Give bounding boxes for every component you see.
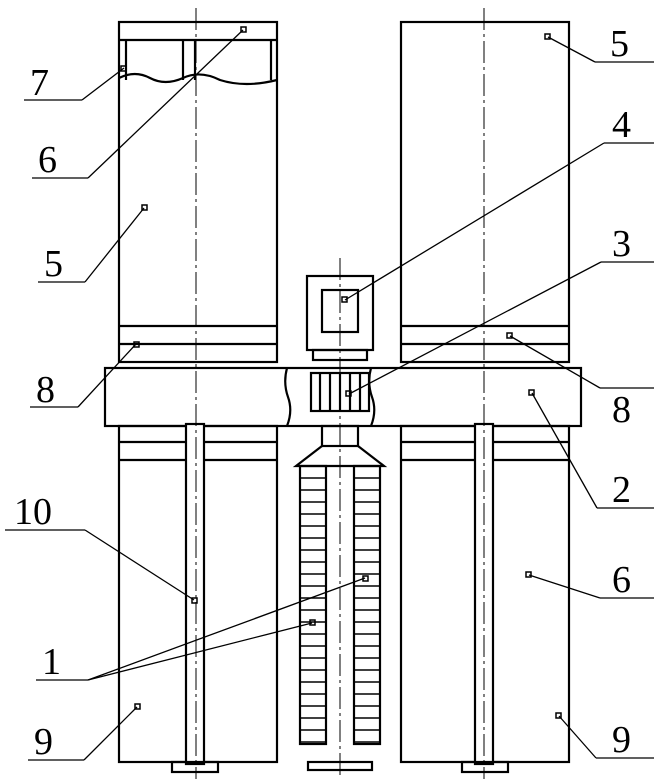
label-5-left: 5 xyxy=(44,243,63,285)
marker-5a xyxy=(141,204,148,211)
right-foot xyxy=(460,760,510,774)
leader-7 xyxy=(81,67,125,101)
marker-10 xyxy=(191,597,198,604)
marker-8a xyxy=(133,341,140,348)
leader-8a xyxy=(77,343,137,408)
leader-2 xyxy=(531,392,598,509)
right-upper-tank xyxy=(399,20,571,364)
leader-9b xyxy=(558,715,597,759)
marker-6b xyxy=(525,571,532,578)
right-auger xyxy=(352,464,382,746)
leader-10 xyxy=(84,529,195,601)
leader-6a xyxy=(87,29,244,179)
marker-2 xyxy=(528,389,535,396)
leader-9a xyxy=(83,706,138,761)
label-8-right: 8 xyxy=(612,389,631,431)
leader-1a xyxy=(87,577,366,681)
left-break-line xyxy=(118,72,278,86)
left-upper-tank xyxy=(117,20,279,364)
marker-7 xyxy=(120,65,127,72)
marker-6a xyxy=(240,26,247,33)
marker-1b xyxy=(309,619,316,626)
left-column xyxy=(184,422,206,766)
auger-rungs xyxy=(300,477,380,743)
cross-beam xyxy=(103,366,583,428)
leader-5b xyxy=(547,36,596,63)
left-auger xyxy=(298,464,328,746)
left-foot xyxy=(170,760,220,774)
label-2: 2 xyxy=(612,469,631,511)
label-6-left: 6 xyxy=(38,139,57,181)
label-7: 7 xyxy=(30,62,49,104)
marker-9a xyxy=(134,703,141,710)
label-9-left: 9 xyxy=(34,721,53,763)
marker-8b xyxy=(506,332,513,339)
label-4: 4 xyxy=(612,104,631,146)
leader-1b xyxy=(87,622,313,681)
leader-3 xyxy=(348,261,602,395)
leader-4 xyxy=(344,142,605,301)
marker-9b xyxy=(555,712,562,719)
leader-8b xyxy=(509,335,601,389)
label-9-right: 9 xyxy=(612,719,631,761)
label-1: 1 xyxy=(42,641,61,683)
leader-5a xyxy=(84,207,145,283)
label-5-right: 5 xyxy=(610,23,629,65)
marker-5b xyxy=(544,33,551,40)
label-10: 10 xyxy=(14,491,52,533)
beam-break-left xyxy=(284,367,292,427)
label-3: 3 xyxy=(612,223,631,265)
leader-6b xyxy=(528,574,601,599)
label-6-right: 6 xyxy=(612,559,631,601)
label-8-left: 8 xyxy=(36,369,55,411)
